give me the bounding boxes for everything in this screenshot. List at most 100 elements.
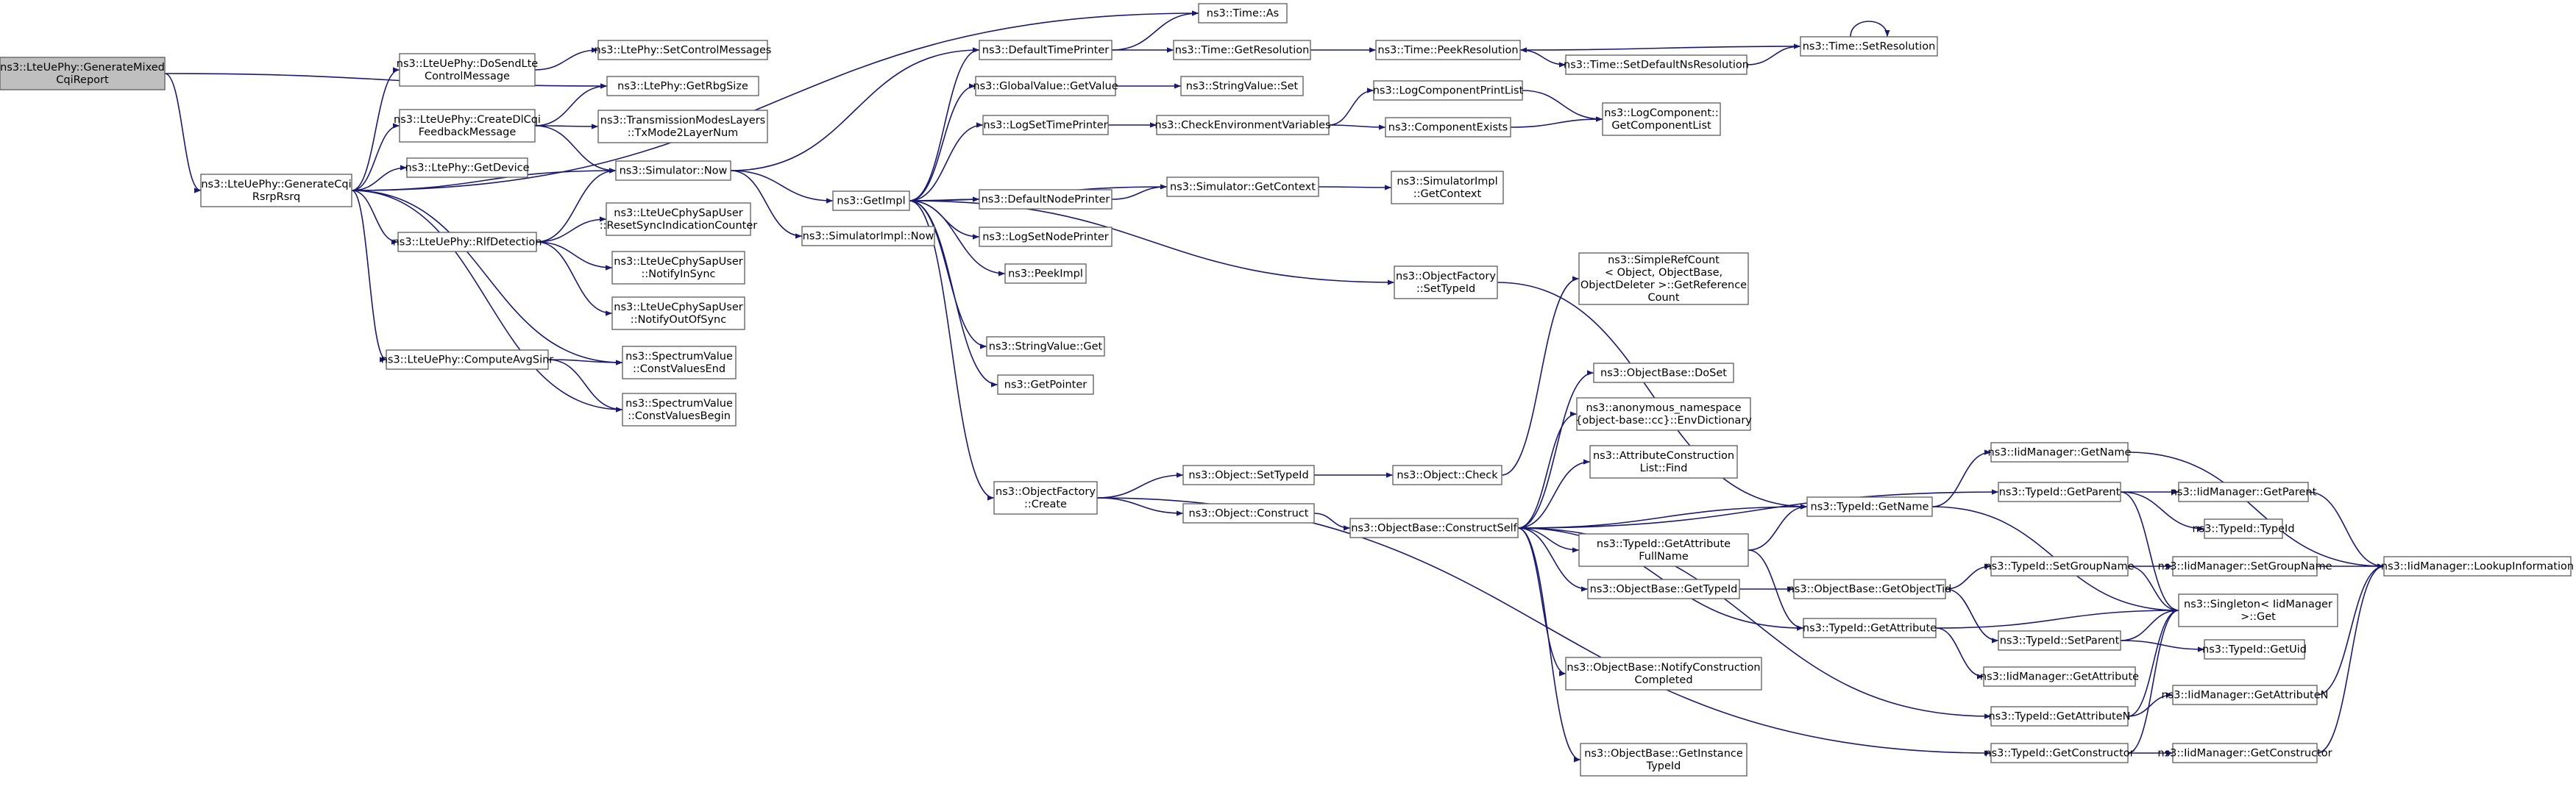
node-box[interactable] bbox=[611, 296, 745, 330]
node-logCompGet[interactable]: ns3::LogComponent::GetComponentList bbox=[1602, 102, 1721, 136]
node-box[interactable] bbox=[622, 393, 737, 427]
node-peekRes[interactable]: ns3::Time::PeekResolution bbox=[1375, 40, 1521, 60]
node-envDict[interactable]: ns3::anonymous_namespace{object-base::cc… bbox=[1575, 397, 1752, 431]
node-resetSync[interactable]: ns3::LteUeCphySapUser::ResetSyncIndicati… bbox=[600, 202, 758, 236]
node-rlf[interactable]: ns3::LteUePhy::RlfDetection bbox=[393, 232, 542, 252]
node-cvBegin[interactable]: ns3::SpectrumValue::ConstValuesBegin bbox=[622, 393, 737, 427]
node-simImplNow[interactable]: ns3::SimulatorImpl::Now bbox=[801, 226, 935, 246]
node-timeAs[interactable]: ns3::Time::As bbox=[1198, 3, 1288, 24]
node-obGetTypeId[interactable]: ns3::ObjectBase::GetTypeId bbox=[1587, 579, 1740, 599]
node-rbg[interactable]: ns3::LtePhy::GetRbgSize bbox=[606, 76, 759, 96]
node-notifyConstr[interactable]: ns3::ObjectBase::NotifyConstructionCompl… bbox=[1565, 657, 1762, 691]
node-peekImpl[interactable]: ns3::PeekImpl bbox=[1004, 263, 1087, 284]
node-box[interactable] bbox=[1156, 115, 1330, 135]
node-simNow[interactable]: ns3::Simulator::Now bbox=[615, 160, 731, 181]
node-txMode[interactable]: ns3::TransmissionModesLayers::TxMode2Lay… bbox=[597, 110, 768, 143]
node-obGetObjTid[interactable]: ns3::ObjectBase::GetObjectTid bbox=[1788, 579, 1952, 599]
node-box[interactable] bbox=[406, 157, 528, 178]
node-box[interactable] bbox=[979, 227, 1113, 247]
node-obConstructSelf[interactable]: ns3::ObjectBase::ConstructSelf bbox=[1349, 518, 1519, 538]
node-box[interactable] bbox=[399, 109, 536, 143]
node-box[interactable] bbox=[1580, 743, 1748, 777]
node-box[interactable] bbox=[2172, 743, 2318, 763]
node-box[interactable] bbox=[1373, 80, 1523, 101]
node-iidGetParent[interactable]: ns3::IidManager::GetParent bbox=[2171, 482, 2317, 502]
node-iidGetAttr[interactable]: ns3::IidManager::GetAttribute bbox=[1980, 666, 2139, 687]
node-box[interactable] bbox=[2178, 482, 2309, 502]
node-box[interactable] bbox=[1391, 171, 1504, 204]
node-ofCreate[interactable]: ns3::ObjectFactory::Create bbox=[993, 481, 1098, 515]
node-box[interactable] bbox=[1173, 40, 1311, 60]
node-box[interactable] bbox=[1602, 102, 1721, 136]
node-box[interactable] bbox=[1198, 3, 1288, 24]
node-tidSetGroup[interactable]: ns3::TypeId::SetGroupName bbox=[1984, 556, 2135, 577]
node-box[interactable] bbox=[975, 76, 1116, 96]
node-box[interactable] bbox=[397, 232, 537, 252]
node-box[interactable] bbox=[200, 174, 352, 207]
node-box[interactable] bbox=[597, 110, 768, 143]
node-compExists[interactable]: ns3::ComponentExists bbox=[1385, 117, 1511, 138]
node-box[interactable] bbox=[997, 374, 1094, 395]
node-tidGetParent[interactable]: ns3::TypeId::GetParent bbox=[1998, 482, 2121, 502]
node-tidGetAttrN[interactable]: ns3::TypeId::GetAttributeN bbox=[1988, 706, 2131, 727]
node-box[interactable] bbox=[1180, 76, 1304, 96]
node-box[interactable] bbox=[386, 349, 549, 370]
node-refCount[interactable]: ns3::SimpleRefCount< Object, ObjectBase,… bbox=[1578, 252, 1749, 305]
node-box[interactable] bbox=[993, 481, 1098, 515]
node-box[interactable] bbox=[1990, 556, 2129, 577]
node-simImplCtx[interactable]: ns3::SimulatorImpl::GetContext bbox=[1391, 171, 1504, 204]
node-box[interactable] bbox=[606, 202, 751, 236]
node-box[interactable] bbox=[1998, 630, 2121, 651]
node-objSetTypeId[interactable]: ns3::Object::SetTypeId bbox=[1182, 465, 1315, 485]
node-gvGet[interactable]: ns3::GlobalValue::GetValue bbox=[973, 76, 1118, 96]
node-tidGetName[interactable]: ns3::TypeId::GetName bbox=[1806, 496, 1933, 517]
node-box[interactable] bbox=[1182, 503, 1315, 524]
node-iidGetCtor[interactable]: ns3::IidManager::GetConstructor bbox=[2157, 743, 2332, 763]
node-doSet[interactable]: ns3::ObjectBase::DoSet bbox=[1593, 363, 1734, 383]
node-box[interactable] bbox=[1803, 618, 1937, 638]
node-svGet[interactable]: ns3::StringValue::Get bbox=[986, 336, 1105, 357]
node-objConstruct[interactable]: ns3::Object::Construct bbox=[1182, 503, 1315, 524]
node-notifyOut[interactable]: ns3::LteUeCphySapUser::NotifyOutOfSync bbox=[611, 296, 745, 330]
node-logSetNode[interactable]: ns3::LogSetNodePrinter bbox=[979, 227, 1113, 247]
node-ofSetTypeId[interactable]: ns3::ObjectFactory::SetTypeId bbox=[1394, 265, 1498, 299]
node-iidSetGroup[interactable]: ns3::IidManager::SetGroupName bbox=[2157, 556, 2332, 577]
node-tidGetUid[interactable]: ns3::TypeId::GetUid bbox=[2202, 639, 2307, 660]
node-logSetTime[interactable]: ns3::LogSetTimePrinter bbox=[982, 115, 1109, 135]
node-box[interactable] bbox=[1578, 533, 1749, 567]
node-box[interactable] bbox=[611, 251, 745, 285]
node-box[interactable] bbox=[832, 190, 910, 211]
node-tidGetAttr[interactable]: ns3::TypeId::GetAttribute bbox=[1803, 618, 1937, 638]
node-box[interactable] bbox=[1998, 482, 2121, 502]
node-box[interactable] bbox=[979, 189, 1113, 210]
node-getImpl[interactable]: ns3::GetImpl bbox=[832, 190, 910, 211]
node-box[interactable] bbox=[1800, 36, 1938, 57]
node-box[interactable] bbox=[615, 160, 731, 181]
node-box[interactable] bbox=[2172, 685, 2318, 705]
node-box[interactable] bbox=[1990, 743, 2129, 763]
node-tidSetParent[interactable]: ns3::TypeId::SetParent bbox=[1998, 630, 2121, 651]
node-getPointer[interactable]: ns3::GetPointer bbox=[997, 374, 1094, 395]
node-box[interactable] bbox=[986, 336, 1105, 357]
node-box[interactable] bbox=[399, 53, 536, 87]
node-box[interactable] bbox=[1806, 496, 1933, 517]
node-box[interactable] bbox=[1166, 176, 1319, 197]
node-setDefNs[interactable]: ns3::Time::SetDefaultNsResolution bbox=[1564, 54, 1749, 75]
node-box[interactable] bbox=[597, 40, 768, 60]
node-box[interactable] bbox=[0, 57, 166, 90]
node-box[interactable] bbox=[1793, 579, 1946, 599]
node-iidLookup[interactable]: ns3::IidManager::LookupInformation bbox=[2381, 556, 2574, 577]
node-box[interactable] bbox=[1587, 579, 1740, 599]
node-logCompPL[interactable]: ns3::LogComponentPrintList bbox=[1373, 80, 1524, 101]
node-svSet[interactable]: ns3::StringValue::Set bbox=[1180, 76, 1304, 96]
node-tidTypeId[interactable]: ns3::TypeId::TypeId bbox=[2192, 518, 2295, 539]
node-checkEnv[interactable]: ns3::CheckEnvironmentVariables bbox=[1154, 115, 1331, 135]
node-box[interactable] bbox=[801, 226, 935, 246]
node-box[interactable] bbox=[1990, 706, 2129, 727]
node-box[interactable] bbox=[979, 40, 1113, 60]
node-createDl[interactable]: ns3::LteUePhy::CreateDlCqiFeedbackMessag… bbox=[394, 109, 541, 143]
